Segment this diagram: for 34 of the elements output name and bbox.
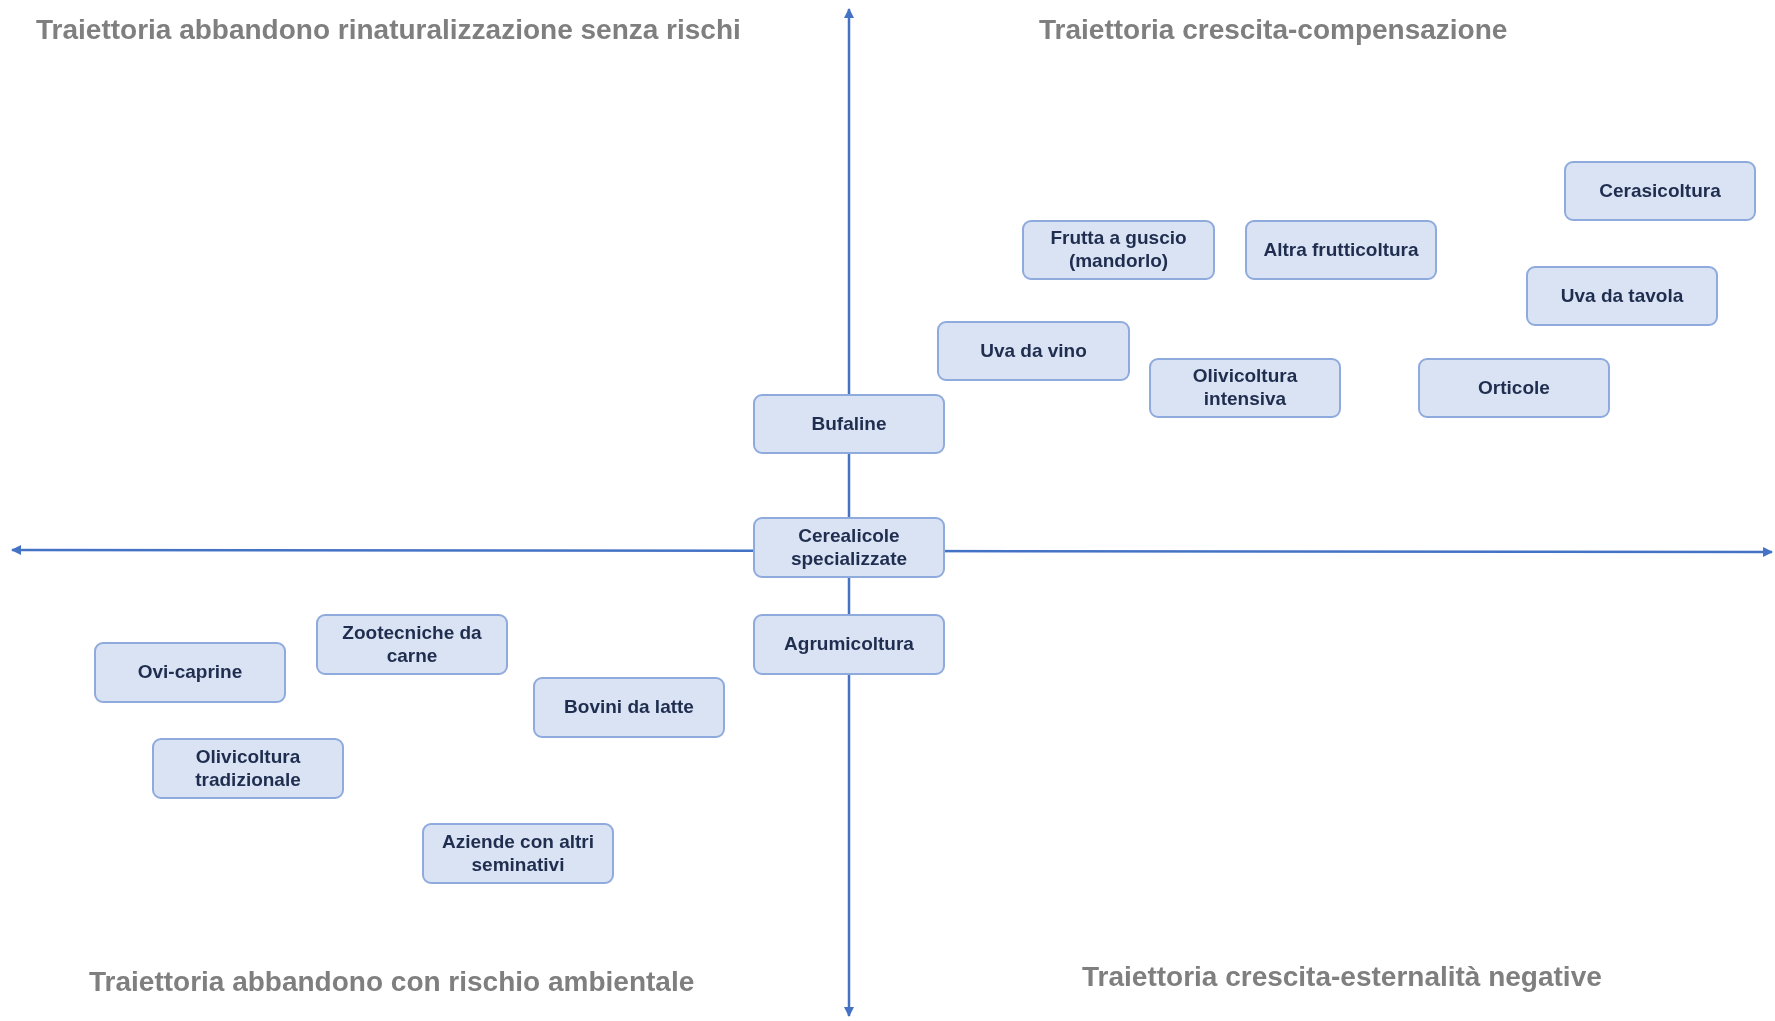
category-box — [753, 614, 945, 675]
category-label: Olivicoltura tradizionale — [194, 745, 302, 792]
category-label: Zootecniche da carne — [341, 621, 483, 668]
category-box — [152, 738, 344, 799]
category-label: Frutta a guscio (mandorlo) — [1049, 227, 1188, 273]
category-box — [753, 394, 945, 454]
category-label: Bovini da latte — [563, 696, 695, 719]
category-box — [1149, 358, 1341, 418]
category-box — [533, 677, 725, 738]
category-box — [316, 614, 508, 675]
category-label: Uva da vino — [979, 339, 1088, 363]
category-box — [937, 321, 1130, 381]
category-box — [1245, 220, 1437, 280]
category-box — [422, 823, 614, 884]
category-box — [1564, 161, 1756, 221]
category-box — [1526, 266, 1718, 326]
category-box — [94, 642, 286, 703]
category-box — [1022, 220, 1215, 280]
category-label: Altra frutticoltura — [1262, 238, 1420, 262]
quadrant-title: Traiettoria abbandono con rischio ambientale — [89, 966, 695, 998]
category-label: Agrumicoltura — [783, 633, 915, 656]
category-box — [753, 517, 945, 578]
category-label: Ovi-caprine — [136, 661, 244, 684]
quadrant-title: Traiettoria abbandono rinaturalizzazione senza rischi — [36, 14, 741, 46]
category-label: Bufaline — [810, 412, 888, 436]
category-label: Uva da tavola — [1559, 284, 1685, 308]
category-label: Olivicoltura intensiva — [1191, 365, 1299, 411]
category-label: Aziende con altri seminativi — [441, 830, 595, 877]
category-label: Cerasicoltura — [1598, 179, 1722, 203]
category-label: Cerealicole specializzate — [789, 524, 909, 571]
category-label: Orticole — [1477, 376, 1551, 400]
quadrant-title: Traiettoria crescita-compensazione — [1039, 14, 1508, 46]
category-box — [1418, 358, 1610, 418]
quadrant-title: Traiettoria crescita-esternalità negative — [1082, 961, 1602, 993]
